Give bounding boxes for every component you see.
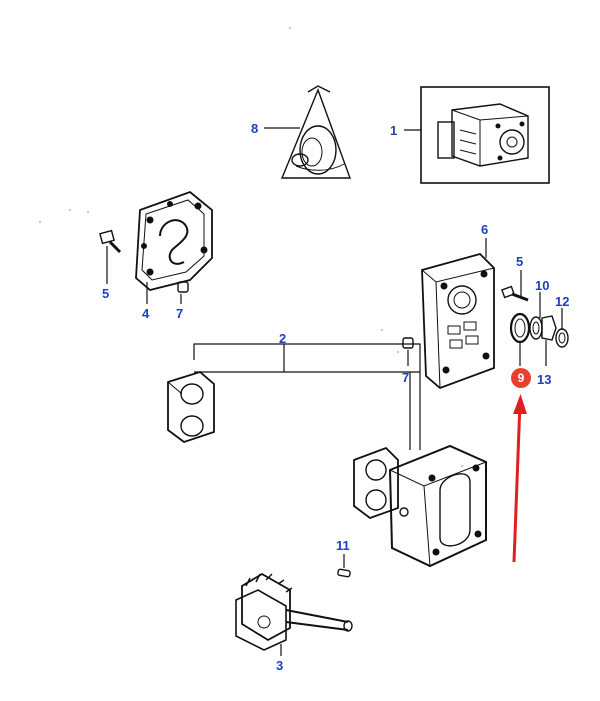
part-13-nut[interactable] xyxy=(541,315,557,341)
part-7-dowel-right[interactable] xyxy=(402,337,414,349)
callout-5-left[interactable]: 5 xyxy=(102,286,109,301)
callout-13[interactable]: 13 xyxy=(537,372,551,387)
part-10-washer[interactable] xyxy=(529,316,543,340)
callout-3[interactable]: 3 xyxy=(276,658,283,673)
part-3-gear-shaft[interactable] xyxy=(235,572,353,651)
part-5-bolt-left[interactable] xyxy=(99,229,122,254)
callout-11[interactable]: 11 xyxy=(336,538,350,553)
callout-7-right[interactable]: 7 xyxy=(402,370,409,385)
callout-5-right[interactable]: 5 xyxy=(516,254,523,269)
part-11-key[interactable] xyxy=(337,568,351,578)
part-2-bearing-block-right[interactable] xyxy=(353,446,399,520)
pump-body[interactable] xyxy=(388,444,487,568)
part-4-end-cover[interactable] xyxy=(135,190,213,291)
callout-4[interactable]: 4 xyxy=(142,306,150,321)
part-8-seal-kit[interactable] xyxy=(280,85,351,179)
part-6-flange-plate[interactable] xyxy=(421,252,495,390)
part-2-bearing-block-left[interactable] xyxy=(167,370,215,444)
part-7-dowel-left[interactable] xyxy=(177,281,189,293)
part-9-shaft-seal[interactable] xyxy=(509,312,531,344)
callout-7-left[interactable]: 7 xyxy=(176,306,183,321)
callout-8[interactable]: 8 xyxy=(251,121,258,136)
callout-9: 9 xyxy=(518,371,525,385)
callout-12[interactable]: 12 xyxy=(555,294,569,309)
callout-6[interactable]: 6 xyxy=(481,222,488,237)
callout-10[interactable]: 10 xyxy=(535,278,549,293)
part-2-bracket xyxy=(193,343,421,450)
highlight-marker-9[interactable]: 9 xyxy=(511,368,531,388)
red-pointer-arrow xyxy=(512,394,527,563)
scan-specks xyxy=(39,27,463,467)
callout-1[interactable]: 1 xyxy=(390,123,397,138)
part-12-cap[interactable] xyxy=(555,328,569,348)
part-5-bolt-right[interactable] xyxy=(501,285,529,302)
part-1-pump-assembly[interactable] xyxy=(420,86,550,184)
callout-2[interactable]: 2 xyxy=(279,331,286,346)
